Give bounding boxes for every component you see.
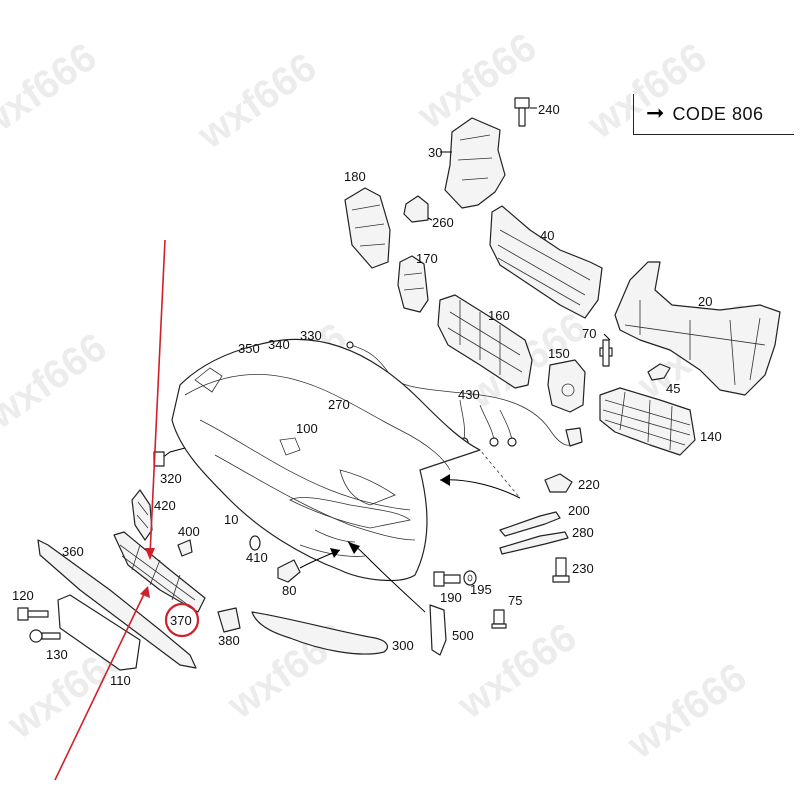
label-10: 10 [224, 512, 238, 527]
label-30: 30 [428, 145, 442, 160]
red-pointer-arrowhead [140, 586, 150, 598]
label-330: 330 [300, 328, 322, 343]
part-170-holder [397, 255, 429, 313]
label-190: 190 [440, 590, 462, 605]
watermark-text: wxf666 [619, 655, 754, 768]
arrow-right-icon: ➞ [646, 101, 665, 126]
label-230: 230 [572, 561, 594, 576]
label-220: 220 [578, 477, 600, 492]
part-380-fog-cover [217, 607, 241, 633]
label-320: 320 [160, 471, 182, 486]
part-230-screw [552, 557, 570, 583]
label-170: 170 [416, 251, 438, 266]
label-350: 350 [238, 341, 260, 356]
label-140: 140 [700, 429, 722, 444]
label-270: 270 [328, 397, 350, 412]
red-pointer-line [54, 591, 146, 781]
part-500-cover [429, 604, 447, 656]
part-45-clip [647, 363, 671, 381]
pointer-arrowhead [348, 542, 360, 554]
label-500: 500 [452, 628, 474, 643]
label-180: 180 [344, 169, 366, 184]
label-280: 280 [572, 525, 594, 540]
red-pointer-arrowhead [145, 548, 155, 560]
part-120-screw [17, 607, 49, 621]
part-300-trim [251, 611, 388, 655]
label-100: 100 [296, 421, 318, 436]
part-370-grille [113, 531, 206, 613]
label-360: 360 [62, 544, 84, 559]
part-180-guide [344, 187, 391, 269]
part-190-bolt [433, 571, 461, 587]
label-150: 150 [548, 346, 570, 361]
pointer-arrowhead [440, 474, 450, 486]
highlight-circle-370 [164, 602, 200, 638]
part-360-strip [37, 539, 197, 669]
label-80: 80 [282, 583, 296, 598]
label-410: 410 [246, 550, 268, 565]
pointer-arrow-320 [161, 447, 186, 459]
pointer-arrowhead [330, 548, 340, 558]
part-195-washer [463, 570, 477, 586]
code-callout-box: ➞ CODE 806 [633, 94, 794, 135]
part-420-insert [131, 489, 153, 541]
part-140-grille [599, 387, 696, 456]
label-45: 45 [666, 381, 680, 396]
pointer-arrow-200 [439, 479, 521, 499]
label-160: 160 [488, 308, 510, 323]
label-370: 370 [170, 613, 192, 628]
label-200: 200 [568, 503, 590, 518]
label-340: 340 [268, 337, 290, 352]
label-380: 380 [218, 633, 240, 648]
label-120: 120 [12, 588, 34, 603]
watermark-text: wxf666 [189, 45, 324, 158]
code-label: CODE 806 [672, 103, 764, 124]
label-195: 195 [470, 582, 492, 597]
part-400-clip [177, 539, 193, 557]
label-400: 400 [178, 524, 200, 539]
label-260: 260 [432, 215, 454, 230]
label-420: 420 [154, 498, 176, 513]
part-160-absorber [437, 294, 533, 389]
part-130-screw [29, 629, 61, 643]
label-75: 75 [508, 593, 522, 608]
part-80-clip [277, 559, 301, 583]
part-75-clip [491, 609, 507, 629]
part-260-clip [403, 195, 433, 223]
part-240-bolt [514, 97, 537, 127]
part-30-bracket [440, 117, 506, 209]
part-10-bumper-cover [171, 338, 521, 581]
part-110-plate [57, 594, 141, 671]
watermark-text: wxf666 [0, 35, 104, 148]
part-70-bolt [599, 333, 613, 367]
label-430: 430 [458, 387, 480, 402]
part-220-clip [544, 473, 573, 493]
label-20: 20 [698, 294, 712, 309]
label-70: 70 [582, 326, 596, 341]
part-150-sensor-cover [547, 359, 586, 413]
part-40-support [489, 205, 603, 319]
part-280-strip [499, 531, 569, 555]
part-20-mount [614, 261, 781, 396]
callout-labels: 240 30 180 260 40 170 20 160 70 350 340 … [12, 102, 722, 688]
label-240: 240 [538, 102, 560, 117]
part-430-harness [346, 341, 583, 447]
watermark-text: wxf666 [0, 325, 114, 438]
label-300: 300 [392, 638, 414, 653]
red-pointer-line [149, 239, 166, 556]
part-410-nut [249, 535, 261, 551]
label-40: 40 [540, 228, 554, 243]
label-130: 130 [46, 647, 68, 662]
part-200-strip [499, 511, 561, 537]
label-110: 110 [110, 673, 131, 688]
